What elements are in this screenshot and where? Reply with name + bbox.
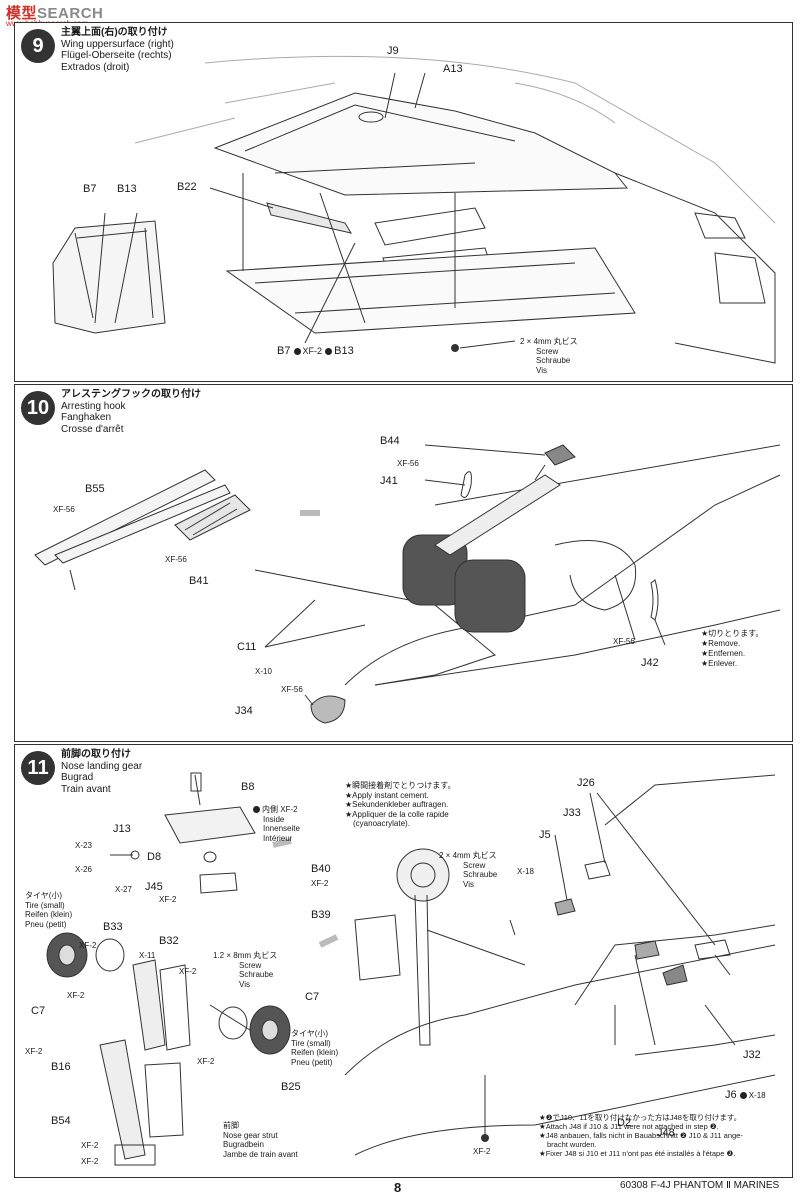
watermark-logo: 模型SEARCH: [6, 5, 104, 22]
part-label: D2: [617, 1117, 632, 1129]
part-label: B13: [117, 183, 137, 195]
part-label: J26: [577, 777, 595, 789]
paint-callout: X-18: [517, 867, 534, 876]
part-label: B25: [281, 1081, 301, 1093]
tire-small-callout-left: タイヤ(小) Tire (small) Reifen (klein) Pneu …: [25, 891, 73, 929]
nose-gear-drawing: [46, 772, 776, 1166]
paint-callout: XF-2: [473, 1147, 491, 1156]
part-label: B16: [51, 1061, 71, 1073]
nose-gear-strut-callout: 前脚 Nose gear strut Bugradbein Jambe de t…: [223, 1121, 298, 1159]
wing-assembly-drawing: [52, 55, 776, 364]
paint-callout: XF-2: [81, 1141, 99, 1150]
part-label: J48: [657, 1127, 675, 1139]
step-number: 9: [21, 29, 55, 63]
part-label: J34: [235, 705, 253, 717]
paint-callout: XF-56: [613, 637, 635, 646]
part-label: J9: [387, 45, 399, 57]
part-label: J41: [380, 475, 398, 487]
paint-callout: X-11: [139, 951, 156, 960]
paint-callout: XF-2: [67, 991, 85, 1000]
screw-callout-a: 1.2 × 8mm 丸ビス Screw Schraube Vis: [213, 951, 278, 989]
screw-callout: 2 × 4mm 丸ビス Screw Schraube Vis: [520, 337, 578, 375]
step-title: 主翼上面(右)の取り付け Wing uppersurface (right) F…: [61, 27, 174, 73]
paint-callout: XF-56: [53, 505, 75, 514]
paint-callout: X-23: [75, 841, 92, 850]
paint-dot-icon: [739, 1091, 747, 1099]
step-number: 11: [21, 751, 55, 785]
part-label: B32: [159, 935, 179, 947]
part-label: B7: [83, 183, 97, 195]
part-label: J45: [145, 881, 163, 893]
part-label: B54: [51, 1115, 71, 1127]
step-10-panel: 10 アレステングフックの取り付け Arresting hook Fanghak…: [14, 384, 793, 742]
paint-callout: X-26: [75, 865, 92, 874]
part-label: J42: [641, 657, 659, 669]
screw-callout-b: 2 × 4mm 丸ビス Screw Schraube Vis: [439, 851, 498, 889]
part-label: J6 X-18: [725, 1089, 766, 1101]
page-number: 8: [394, 1180, 402, 1195]
part-label: J33: [563, 807, 581, 819]
paint-callout: XF-2: [311, 879, 329, 888]
remove-note: ★切りとります。 ★Remove. ★Entfernen. ★Enlever.: [701, 629, 764, 668]
paint-dot-icon: [293, 347, 301, 355]
part-label: D8: [147, 851, 162, 863]
part-label: B40: [311, 863, 331, 875]
part-label: A13: [443, 63, 463, 75]
paint-callout: XF-2: [179, 967, 197, 976]
paint-callout: XF-2: [81, 1157, 99, 1166]
part-label: J13: [113, 823, 131, 835]
paint-callout: XF-56: [281, 685, 303, 694]
paint-callout: XF-2: [159, 895, 177, 904]
part-label: B44: [380, 435, 400, 447]
part-label: C11: [237, 641, 257, 653]
part-label: B22: [177, 181, 197, 193]
step-title: 前脚の取り付け Nose landing gear Bugrad Train a…: [61, 749, 143, 795]
part-label: B55: [85, 483, 105, 495]
paint-callout: B7 XF-2 B13: [277, 345, 354, 357]
step-11-panel: 11 前脚の取り付け Nose landing gear Bugrad Trai…: [14, 744, 793, 1178]
arresting-hook-drawing: [34, 444, 781, 724]
paint-dot-icon: [325, 347, 333, 355]
part-label: B33: [103, 921, 123, 933]
part-label: J5: [539, 829, 551, 841]
part-label: C7: [31, 1005, 46, 1017]
j48-note: ★❷でJ10、11を取り付けなかった方はJ48を取り付けます。 ★Attach …: [539, 1113, 743, 1158]
paint-callout: XF-2: [197, 1057, 215, 1066]
step-title: アレステングフックの取り付け Arresting hook Fanghaken …: [61, 389, 201, 435]
paint-callout: XF-2: [79, 941, 97, 950]
tire-small-callout-right: タイヤ(小) Tire (small) Reifen (klein) Pneu …: [291, 1029, 339, 1067]
part-label: C7: [305, 991, 320, 1003]
part-label: B41: [189, 575, 209, 587]
kit-code: 60308 F-4J PHANTOM Ⅱ MARINES: [620, 1180, 780, 1191]
paint-callout: XF-56: [165, 555, 187, 564]
paint-callout: XF-56: [397, 459, 419, 468]
part-label: B39: [311, 909, 331, 921]
paint-dot-icon: [253, 806, 260, 814]
cement-note: ★瞬間接着剤でとりつけます。 ★Apply instant cement. ★S…: [345, 781, 456, 828]
paint-callout: X-27: [115, 885, 132, 894]
paint-callout: X-10: [255, 667, 272, 676]
part-label: J32: [743, 1049, 761, 1061]
inside-callout: 内側 XF-2 Inside Innenseite Intérieur: [253, 805, 300, 843]
step-number: 10: [21, 391, 55, 425]
part-label: B8: [241, 781, 255, 793]
paint-callout: XF-2: [25, 1047, 43, 1056]
step-9-panel: 9 主翼上面(右)の取り付け Wing uppersurface (right)…: [14, 22, 793, 382]
